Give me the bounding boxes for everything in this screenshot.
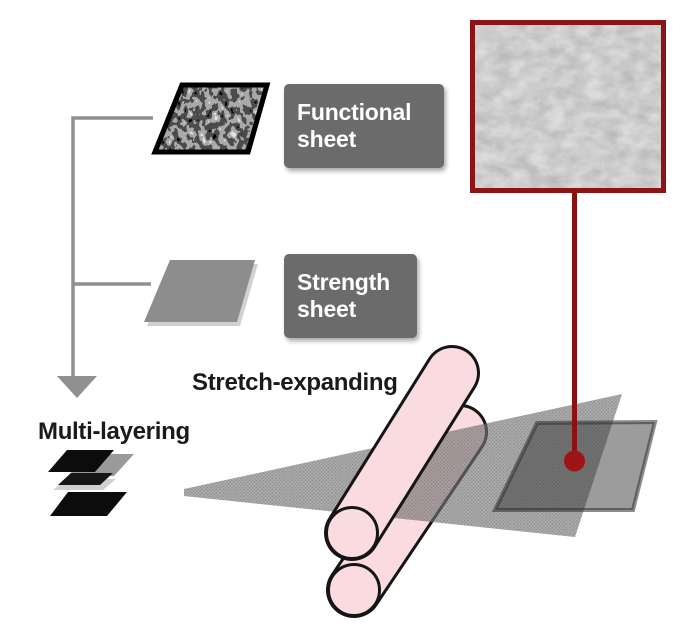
functional-sheet-label: Functional sheet (297, 99, 412, 152)
micrograph-image (475, 25, 661, 188)
stack-layer (50, 492, 127, 516)
roller-top-graphic (324, 345, 480, 561)
callout-dot (564, 450, 585, 472)
stack-layer (48, 450, 114, 472)
functional-sheet-label-box: Functional sheet (284, 84, 444, 168)
stack-layer (58, 473, 113, 485)
arrow-down-icon (57, 376, 97, 398)
functional-sheet-graphic (151, 82, 271, 155)
multi-layer-stack-graphic (48, 450, 134, 516)
micrograph-frame (470, 20, 666, 193)
connector-bracket (71, 116, 153, 377)
multi-layering-label: Multi-layering (38, 418, 190, 445)
strength-sheet-label-box: Strength sheet (284, 254, 417, 338)
strength-sheet-graphic (144, 260, 258, 326)
strength-sheet-label: Strength sheet (297, 269, 390, 322)
stretch-expanding-label: Stretch-expanding (192, 369, 398, 396)
